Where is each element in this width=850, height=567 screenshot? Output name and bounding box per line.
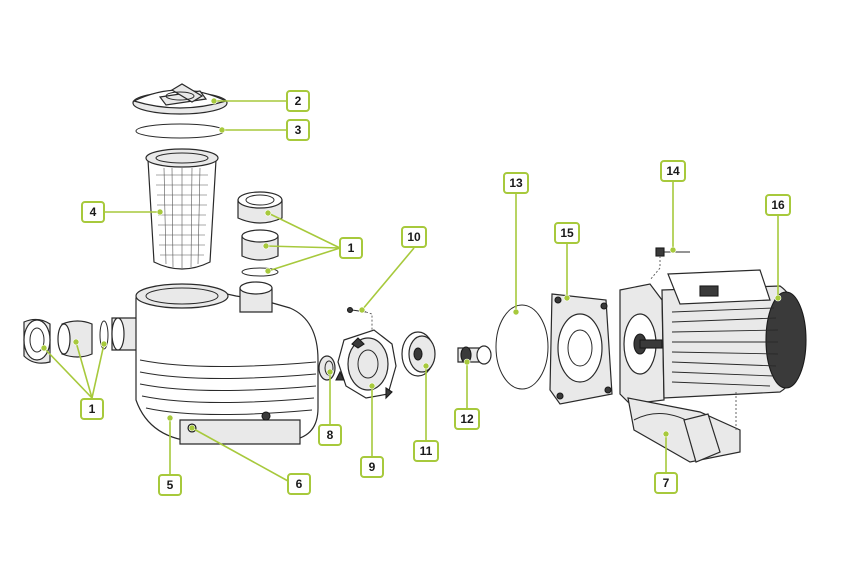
callout-1-left: 1	[80, 398, 104, 420]
callout-number: 13	[509, 176, 523, 190]
union-fitting-top	[237, 191, 283, 277]
callout-number: 10	[407, 230, 421, 244]
callout-number: 14	[666, 164, 680, 178]
callout-number: 4	[90, 205, 97, 219]
callout-number: 1	[89, 402, 96, 416]
callout-number: 7	[663, 476, 670, 490]
callout-number: 3	[295, 123, 302, 137]
mechanical-seal	[457, 345, 492, 365]
seal-plate-o-ring	[495, 304, 549, 390]
callout-2: 2	[286, 90, 310, 112]
callout-number: 16	[771, 198, 785, 212]
diffuser	[335, 329, 397, 400]
callout-number: 9	[369, 460, 376, 474]
callout-6: 6	[287, 473, 311, 495]
motor	[619, 269, 807, 405]
callout-number: 5	[167, 478, 174, 492]
impeller	[401, 331, 436, 377]
callout-14: 14	[660, 160, 686, 182]
bolt	[649, 247, 690, 281]
callout-8: 8	[318, 424, 342, 446]
strainer-basket	[145, 148, 219, 270]
callout-16: 16	[765, 194, 791, 216]
pump-body	[111, 281, 319, 445]
leader-lines	[40, 97, 782, 482]
union-fitting-left	[23, 318, 109, 364]
callout-number: 2	[295, 94, 302, 108]
callout-12: 12	[454, 408, 480, 430]
callout-1-right: 1	[339, 237, 363, 259]
callout-number: 11	[420, 444, 433, 458]
seal-plate	[549, 293, 613, 405]
callout-4: 4	[81, 201, 105, 223]
callout-number: 12	[460, 412, 474, 426]
callout-3: 3	[286, 119, 310, 141]
callout-number: 6	[296, 477, 303, 491]
callout-13: 13	[503, 172, 529, 194]
callout-number: 1	[348, 241, 355, 255]
callout-15: 15	[554, 222, 580, 244]
callout-number: 15	[560, 226, 574, 240]
callout-11: 11	[413, 440, 439, 462]
callout-5: 5	[158, 474, 182, 496]
callout-number: 8	[327, 428, 334, 442]
motor-support	[627, 392, 741, 463]
callout-9: 9	[360, 456, 384, 478]
callout-7: 7	[654, 472, 678, 494]
lid-o-ring	[135, 123, 225, 139]
seal-ring	[318, 355, 336, 381]
callout-10: 10	[401, 226, 427, 248]
